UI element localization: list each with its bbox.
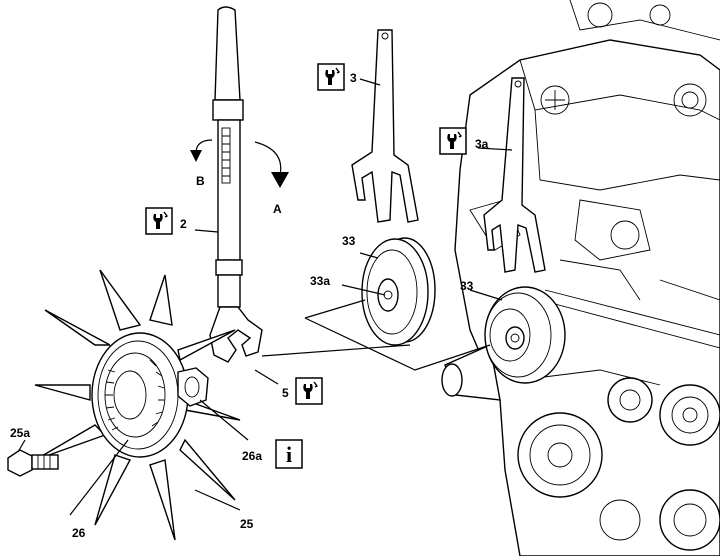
label-nut-26a: 26a bbox=[242, 449, 262, 463]
wrench-box-icon bbox=[295, 377, 323, 405]
exploded-view-parallelogram bbox=[304, 299, 491, 371]
label-arrow-b: B bbox=[196, 174, 205, 188]
pulley-33-right bbox=[484, 286, 566, 384]
label-clutch-26: 26 bbox=[72, 526, 86, 540]
fan-25 bbox=[34, 269, 241, 541]
torque-wrench-2 bbox=[209, 6, 263, 363]
leader-line-wrench-to-pulley bbox=[261, 344, 411, 357]
rotation-arrow-b bbox=[190, 139, 213, 162]
wrench-box-icon bbox=[317, 63, 345, 91]
hex-nut-26a bbox=[177, 367, 209, 407]
leader-lines bbox=[17, 78, 513, 516]
pin-wrench-3 bbox=[351, 29, 419, 223]
rotation-arrow-a bbox=[254, 141, 289, 188]
info-box-icon: i bbox=[275, 439, 303, 469]
pulley-33-left bbox=[361, 237, 436, 346]
label-fan-25: 25 bbox=[240, 517, 254, 531]
label-bolt-25a: 25a bbox=[10, 426, 30, 440]
wrench-box-icon bbox=[439, 127, 467, 155]
label-wrench-3a: 3a bbox=[475, 137, 489, 151]
label-wrench-3: 3 bbox=[350, 71, 357, 85]
label-wrench-2: 2 bbox=[180, 217, 187, 231]
engine-block bbox=[454, 0, 720, 556]
water-pump-housing bbox=[441, 343, 501, 401]
label-arrow-a: A bbox=[273, 202, 282, 216]
bolt-25a bbox=[7, 449, 59, 477]
label-pulley-33-right: 33 bbox=[460, 279, 474, 293]
label-pulley-33-left: 33 bbox=[342, 234, 356, 248]
viscous-clutch-26 bbox=[91, 332, 189, 458]
label-wrench-5: 5 bbox=[282, 386, 289, 400]
label-pulley-33a: 33a bbox=[310, 274, 330, 288]
pin-wrench-3a bbox=[483, 77, 546, 273]
wrench-box-icon bbox=[145, 207, 173, 235]
info-glyph: i bbox=[286, 442, 292, 467]
